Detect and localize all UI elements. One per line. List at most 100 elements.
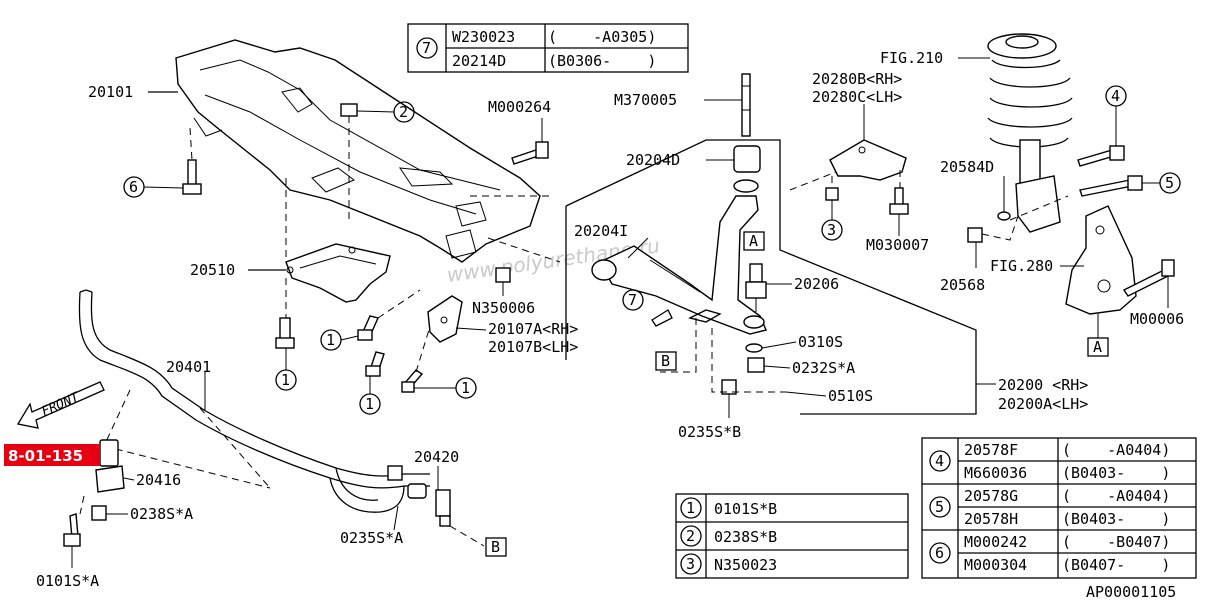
leader-line [143,186,184,189]
callout-circle-1 [275,369,297,391]
bolt-drawing [741,73,751,137]
label-FIG210: FIG.210 [880,49,943,67]
leader-line [627,237,649,259]
highlight-tag[interactable]: 8-01-135 [4,444,100,466]
bolt-drawing [511,141,549,165]
variant-parts-table: 4 5 6 20578F ( -A0404) M660036 (B0403- )… [921,437,1197,579]
label-0310S: 0310S [798,333,843,351]
washer-drawing [745,343,763,353]
leader-line [393,505,399,531]
crossmember-drawing [175,39,541,263]
label-FIG280: FIG.280 [990,257,1053,275]
ref-box-letter: A [1093,338,1102,356]
bolt-drawing [63,513,81,547]
dashed-guide [487,237,561,263]
table-part: N350023 [714,556,777,574]
bolt-drawing [889,187,909,215]
callout-circle-1 [359,393,381,415]
bracket-20510-drawing [285,243,391,303]
label-M000264: M000264 [488,98,551,116]
leader-line [340,335,359,341]
callout-circle-7 [416,37,438,59]
label-0101SA: 0101S*A [36,572,99,590]
table-key: 1 [686,499,695,517]
front-label: FRONT [40,390,83,420]
bolt-drawing [275,317,295,349]
label-M030007: M030007 [866,236,929,254]
ref-box-letter: A [749,232,758,250]
bolt-drawing [365,351,385,377]
ref-box-B [655,351,677,371]
label-0235SB: 0235S*B [678,423,741,441]
bushing-drawing [733,145,761,193]
table-range: (B0403- ) [1062,510,1170,528]
label-20200: 20200 <RH> [998,376,1088,394]
dashed-guide [1009,195,1069,221]
bracket-20107-drawing [427,295,463,343]
label-N350006: N350006 [472,299,535,317]
table-range: ( -A0404) [1062,487,1170,505]
callout-circle-5 [1159,172,1181,194]
label-20204I: 20204I [574,222,628,240]
label-20200A: 20200A<LH> [998,395,1088,413]
bolt-drawing [401,369,424,393]
dashed-guide [377,289,421,319]
stabilizer-bar-drawing [78,289,430,513]
washer-drawing [997,211,1011,221]
table-range: ( -A0305) [548,28,656,46]
bracket-20280-drawing [829,139,907,181]
highlight-tag-bg [4,444,100,466]
table-range: ( -B0407) [1062,533,1170,551]
nut-drawing [495,267,511,296]
table-key: 4 [935,452,944,470]
catalog-number: AP00001105 [1086,583,1176,601]
label-20510: 20510 [190,261,235,279]
table-part: 20578G [964,487,1018,505]
callout-circle-7 [622,289,644,311]
bushing-drawing [95,439,125,493]
label-20101: 20101 [88,83,133,101]
leader-line [763,365,791,369]
nut-drawing [747,357,765,373]
callout-number: 1 [281,371,290,389]
callout-number: 4 [1111,87,1120,105]
table-part: 0238S*B [714,528,777,546]
ref-box-A [1087,337,1109,357]
stabilizer-link-drawing [387,465,485,547]
callout-number: 7 [628,291,637,309]
label-20568: 20568 [940,276,985,294]
table-range: (B0306- ) [548,52,656,70]
lower-arm-drawing [591,195,767,335]
highlight-tag-label: 8-01-135 [8,447,83,465]
label-20420: 20420 [414,448,459,466]
label-0238SA: 0238S*A [130,505,193,523]
label-0232SA: 0232S*A [792,359,855,377]
table-part: M000304 [964,556,1027,574]
leader-line [123,477,135,481]
dashed-guide [660,318,697,373]
table-part: W230023 [452,28,515,46]
leader-line [455,327,487,331]
table-part: 20578F [964,441,1018,459]
table-range: (B0407- ) [1062,556,1170,574]
table-key: 6 [935,544,944,562]
table-part: 0101S*B [714,500,777,518]
callout-number: 1 [326,331,335,349]
callout-number: 1 [461,379,470,397]
table-key: 3 [686,555,695,573]
dashed-guide [79,495,85,515]
ball-joint-drawing: A [743,231,767,312]
hardware-key-table: 1 2 3 0101S*B 0238S*B N350023 [675,493,909,579]
callout-circle-4 [1105,85,1127,107]
label-20401: 20401 [166,358,211,376]
label-0510S: 0510S [828,387,873,405]
label-20206: 20206 [794,275,839,293]
label-M00006: M00006 [1130,310,1184,328]
dashed-guide [789,170,901,191]
table-part: 20214D [452,52,506,70]
callout-number: 1 [365,395,374,413]
table-part: 20578H [964,510,1018,528]
ref-box-letter: B [491,538,500,556]
